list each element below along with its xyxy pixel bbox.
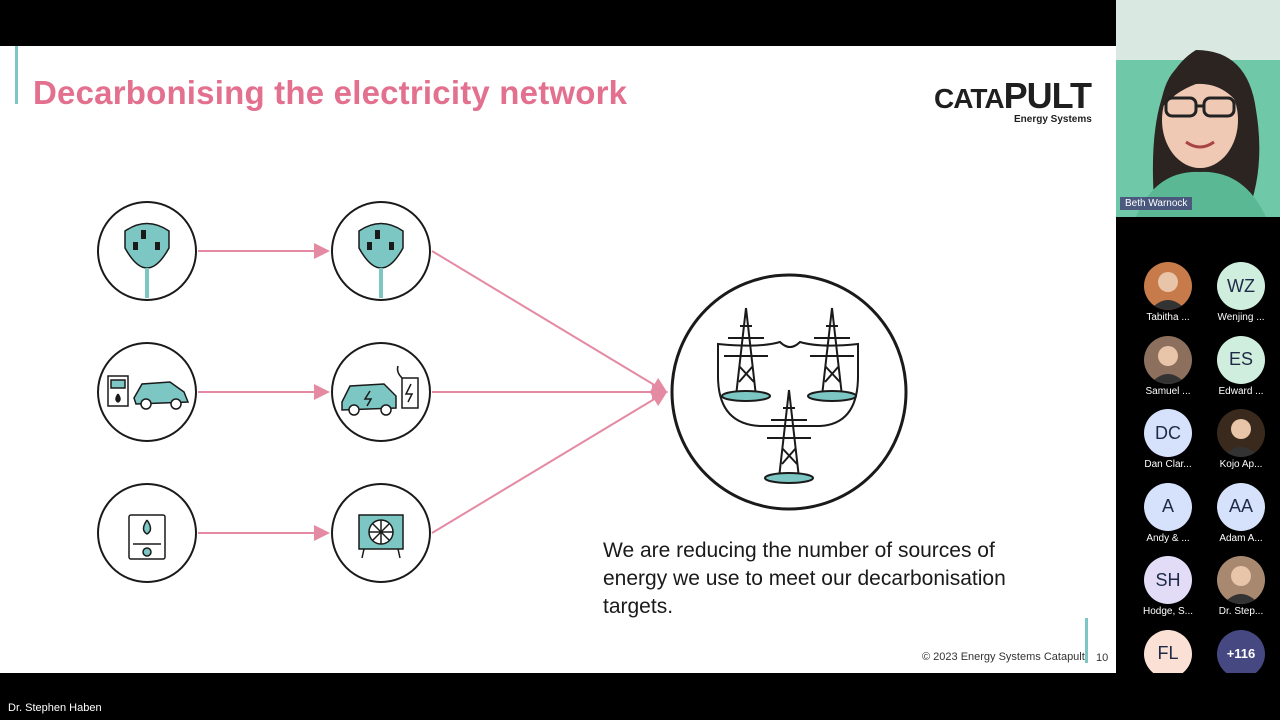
arrow-to-grid-top (431, 250, 668, 394)
presenter-name-label: Dr. Stephen Haben (8, 702, 102, 714)
slide-footer-copyright: © 2023 Energy Systems Catapult (922, 651, 1085, 663)
participant-initials-avatar: ES (1217, 335, 1265, 384)
participant-initials: A (1161, 496, 1174, 516)
speaker-name-label: Beth Warnock (1120, 197, 1193, 210)
pylon-bottom (764, 389, 814, 484)
participant-initials: ES (1228, 349, 1253, 369)
pylon-right (807, 307, 857, 402)
participant-photo-avatar (1217, 556, 1265, 604)
participant-name: Edward ... (1218, 385, 1264, 397)
participant-name: Samuel ... (1145, 385, 1191, 397)
flow-arrows (198, 243, 668, 541)
slide-page-number: 10 (1096, 652, 1109, 664)
participant-name: Kojo Ap... (1219, 459, 1263, 470)
participant-name: Tabitha ... (1146, 312, 1190, 323)
participant-initials: DC (1155, 422, 1181, 443)
participant-photo-avatar (1217, 409, 1265, 457)
participant-name: Wenjing ... (1217, 312, 1265, 323)
participant-tile[interactable]: DC Dan Clar... (1133, 409, 1203, 473)
catapult-logo: CATAPULT Energy Systems (934, 72, 1094, 128)
arrow-to-grid-bottom (431, 390, 668, 534)
participant-initials: SH (1155, 569, 1181, 590)
participant-name: Hodge, S... (1142, 606, 1194, 617)
participant-initials-avatar: DC (1144, 409, 1192, 457)
electric-car-icon (341, 365, 419, 416)
participant-photo-avatar (1144, 262, 1192, 310)
participant-initials-avatar: FL (1144, 629, 1192, 678)
bottom-bar: Dr. Stephen Haben (0, 673, 1280, 720)
participant-tile[interactable]: Kojo Ap... (1206, 409, 1276, 473)
participant-roster: Tabitha ... WZ Wenjing ... Samuel ... ES Edwa… (1116, 217, 1280, 691)
participant-initials: FL (1157, 643, 1179, 663)
active-speaker-video[interactable]: Beth Warnock (1116, 0, 1280, 217)
participant-initials-avatar: AA (1217, 482, 1265, 531)
title-accent-bar (15, 46, 18, 104)
participant-tile[interactable]: SH Hodge, S... (1133, 556, 1203, 620)
logo-wordmark-prefix: CATA (934, 83, 1005, 114)
gas-boiler-icon (128, 514, 166, 560)
logo-subtitle: Energy Systems (1014, 114, 1092, 125)
participant-name: Adam A... (1219, 532, 1263, 544)
participant-initials-avatar: WZ (1217, 262, 1265, 310)
logo-wordmark: CATAPULT (934, 75, 1092, 119)
participant-tile[interactable]: A Andy & ... (1133, 482, 1203, 547)
participant-name: Dr. Step... (1218, 606, 1264, 617)
slide-body-text: We are reducing the number of sources of… (603, 539, 1006, 618)
petrol-car-icon (107, 375, 190, 410)
participant-tile[interactable]: WZ Wenjing ... (1206, 262, 1276, 326)
participant-initials: AA (1228, 496, 1253, 516)
participant-tile[interactable]: Dr. Step... (1206, 556, 1276, 620)
participant-tile[interactable]: AA Adam A... (1206, 482, 1276, 547)
decarbonisation-diagram (97, 201, 908, 583)
participant-initials-avatar: SH (1144, 556, 1192, 604)
pylon-left (721, 307, 771, 402)
more-participants-count: +116 (1217, 629, 1265, 678)
speaker-video-frame (1116, 0, 1280, 217)
participant-tile[interactable]: Samuel ... (1133, 335, 1203, 400)
participant-name: Andy & ... (1146, 532, 1190, 544)
participant-name: Dan Clar... (1144, 459, 1192, 470)
pylons-icon (717, 307, 859, 484)
more-participants-button[interactable]: +116 (1206, 629, 1276, 694)
shared-slide: Decarbonising the electricity network CA… (0, 46, 1116, 673)
footer-accent-bar (1085, 618, 1088, 663)
heat-pump-icon (358, 514, 404, 559)
logo-wordmark-suffix: PULT (1003, 75, 1092, 116)
participant-initials: WZ (1227, 275, 1255, 296)
participant-tile[interactable]: Tabitha ... (1133, 262, 1203, 326)
participant-tile[interactable]: ES Edward ... (1206, 335, 1276, 400)
participant-photo-avatar (1144, 335, 1192, 384)
plug-icon (124, 222, 170, 298)
plug-icon (358, 222, 404, 298)
slide-title: Decarbonising the electricity network (33, 74, 628, 111)
participant-initials-avatar: A (1144, 482, 1192, 531)
